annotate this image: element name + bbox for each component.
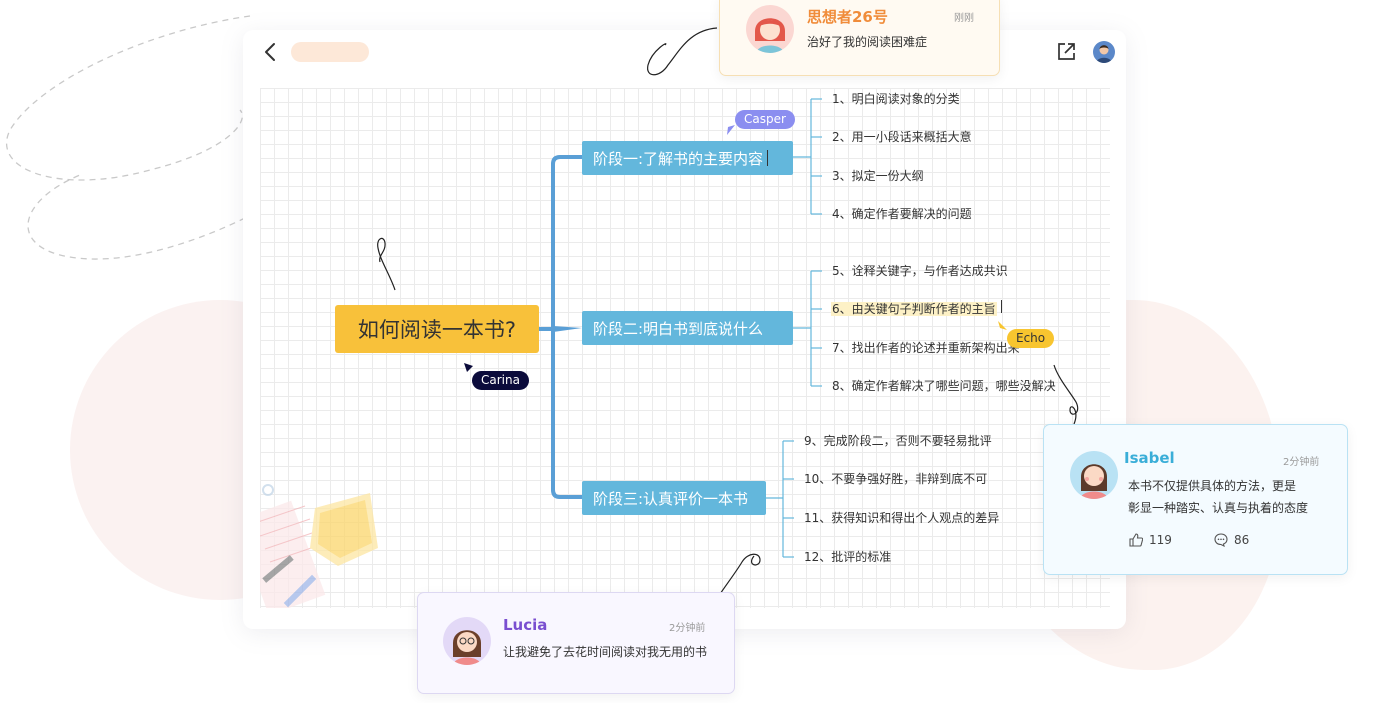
comment-text-line2: 彰显一种踏实、认真与执着的态度: [1128, 501, 1309, 515]
leaf-node[interactable]: 4、确定作者要解决的问题: [832, 207, 972, 221]
user-avatar[interactable]: [1093, 41, 1115, 63]
back-button[interactable]: [262, 42, 278, 62]
casper-cursor-pointer-icon: [727, 125, 735, 135]
comment-card[interactable]: Lucia 2分钟前 让我避免了去花时间阅读对我无用的书: [417, 592, 735, 694]
comment-bubble-icon: [1214, 533, 1228, 547]
cursor-tag-echo: Echo: [1007, 329, 1055, 348]
comment-card[interactable]: Isabel 2分钟前 本书不仅提供具体的方法，更是 彰显一种踏实、认真与执着的…: [1043, 424, 1348, 575]
stage-node-1[interactable]: 阶段一:了解书的主要内容: [582, 141, 793, 175]
document-title-placeholder[interactable]: [291, 42, 369, 62]
carina-cursor-pointer-icon: [464, 363, 473, 372]
text-caret: [767, 150, 769, 166]
reply-count: 86: [1234, 533, 1250, 547]
comment-username[interactable]: 思想者26号: [807, 8, 888, 26]
comment-username[interactable]: Isabel: [1124, 449, 1175, 467]
highlighted-leaf-label: 6、由关键句子判断作者的主旨: [831, 302, 997, 316]
thumbs-up-icon: [1129, 533, 1143, 547]
stage-node-2[interactable]: 阶段二:明白书到底说什么: [582, 311, 793, 345]
comment-time: 2分钟前: [1283, 457, 1320, 468]
leaf-node[interactable]: 1、明白阅读对象的分类: [832, 92, 960, 106]
leaf-node[interactable]: 11、获得知识和得出个人观点的差异: [804, 511, 1000, 525]
stage-node-label: 阶段二:明白书到底说什么: [593, 319, 764, 338]
stage-node-3[interactable]: 阶段三:认真评价一本书: [582, 481, 766, 515]
leaf-node[interactable]: 7、找出作者的论述并重新架构出来: [832, 341, 1020, 355]
comment-text: 让我避免了去花时间阅读对我无用的书: [503, 645, 708, 659]
avatar: [746, 5, 794, 53]
leaf-node[interactable]: 5、诠释关键字，与作者达成共识: [832, 264, 1008, 278]
like-button[interactable]: 119: [1129, 533, 1172, 547]
reply-button[interactable]: 86: [1214, 533, 1249, 547]
avatar: [1070, 451, 1118, 499]
echo-cursor-pointer-icon: [998, 321, 1007, 330]
root-node-label: 如何阅读一本书?: [357, 318, 517, 342]
cursor-tag-casper: Casper: [735, 110, 795, 129]
comment-text-line1: 本书不仅提供具体的方法，更是: [1128, 479, 1297, 493]
girl-avatar-icon: [453, 630, 481, 665]
comment-card[interactable]: 思想者26号 刚刚 治好了我的阅读困难症: [719, 0, 1000, 76]
comment-text: 治好了我的阅读困难症: [807, 35, 928, 49]
leaf-node-highlighted[interactable]: 6、由关键句子判断作者的主旨: [831, 300, 1002, 318]
desk-illustration: [260, 484, 378, 608]
dashed-swirl-decoration: [5, 15, 251, 260]
girl-avatar-icon: [1080, 464, 1108, 499]
cursor-tag-carina: Carina: [472, 371, 529, 390]
text-caret: [1000, 300, 1002, 313]
girl-avatar-icon: [755, 18, 785, 53]
leaf-node[interactable]: 3、拟定一份大纲: [832, 169, 924, 183]
like-count: 119: [1149, 533, 1172, 547]
user-avatar-icon: [1096, 45, 1112, 63]
mindmap-root-node[interactable]: 如何阅读一本书?: [335, 305, 539, 353]
leaf-node[interactable]: 12、批评的标准: [804, 550, 892, 564]
comment-username[interactable]: Lucia: [503, 616, 548, 634]
avatar: [443, 617, 491, 665]
stage-node-label: 阶段一:了解书的主要内容: [593, 149, 764, 168]
leaf-node[interactable]: 9、完成阶段二，否则不要轻易批评: [804, 434, 992, 448]
comment-time: 2分钟前: [669, 623, 706, 634]
leaf-node[interactable]: 8、确定作者解决了哪些问题，哪些没解决: [832, 379, 1056, 393]
external-link-icon: [1058, 43, 1075, 60]
leaf-node[interactable]: 2、用一小段话来概括大意: [832, 130, 972, 144]
comment-time: 刚刚: [954, 13, 974, 24]
chevron-left-icon: [265, 43, 275, 61]
share-button[interactable]: [1056, 41, 1077, 62]
leaf-node[interactable]: 10、不要争强好胜，非辩到底不可: [804, 472, 988, 486]
stage-node-label: 阶段三:认真评价一本书: [593, 489, 749, 508]
